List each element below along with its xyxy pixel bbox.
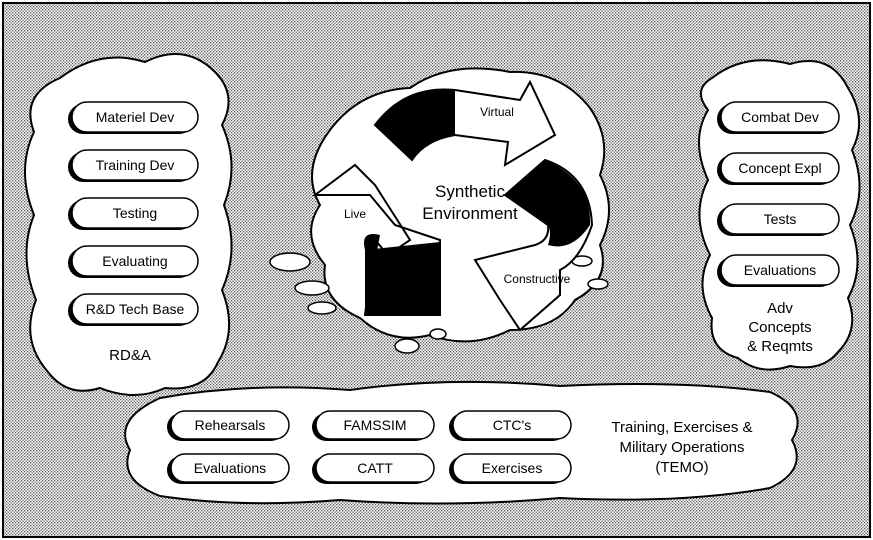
temo-item-pill: Evaluations [167,453,290,484]
rda-item-pill-label: R&D Tech Base [86,301,185,317]
temo-item-pill: Exercises [449,453,572,484]
temo-item-pill: CTC's [449,410,572,441]
temo-item-pill-label: Exercises [482,460,543,476]
temo-caption-line-3: (TEMO) [655,459,708,476]
temo-item-pill-label: FAMSSIM [343,417,406,433]
rda-item-pill: Evaluating [68,245,199,278]
virtual-arrow-label: Virtual [480,105,514,119]
synthetic-environment-cloud: Virtual Live Constructive Synthetic Envi… [269,67,610,354]
thought-bubble [394,338,420,354]
adv-concepts-item-pill: Concept Expl [717,152,840,185]
constructive-arrow-label: Constructive [504,272,571,286]
adv-concepts-caption-line-1: Adv [767,300,793,317]
thought-bubble [294,280,330,296]
adv-concepts-caption-line-2: Concepts [748,319,811,336]
adv-concepts-item-pill-label: Combat Dev [741,109,819,125]
temo-item-pill-label: CTC's [493,417,531,433]
rda-item-pill-label: Evaluating [102,253,167,269]
adv-concepts-item-pill: Tests [717,203,840,236]
temo-item-pill: FAMSSIM [312,410,435,441]
adv-concepts-item-pill-label: Evaluations [744,262,816,278]
temo-item-pill: CATT [312,453,435,484]
adv-concepts-caption-line-3: & Reqmts [747,338,813,355]
adv-concepts-item-pill: Combat Dev [717,101,840,134]
adv-concepts-item-pill: Evaluations [717,254,840,287]
temo-item-pill-label: Evaluations [194,460,266,476]
live-arrow-label: Live [344,207,366,221]
thought-bubble [307,301,337,315]
virtual-arrow: Virtual [373,79,557,167]
rda-item-pill-label: Materiel Dev [96,109,175,125]
rda-caption: RD&A [109,347,151,364]
thought-bubble [269,252,311,272]
temo-item-pill-label: CATT [357,460,393,476]
temo-item-pill-label: Rehearsals [195,417,266,433]
rda-item-pill-label: Testing [113,205,157,221]
temo-cloud-shape [124,380,799,505]
adv-concepts-item-pill-label: Concept Expl [738,160,821,176]
thought-bubble [587,278,609,290]
adv-concepts-item-pill-label: Tests [764,211,797,227]
constructive-arrow: Constructive [473,158,594,332]
temo-caption-line-1: Training, Exercises & [611,419,752,436]
temo-caption-line-2: Military Operations [619,439,744,456]
rda-item-pill-label: Training Dev [96,157,175,173]
synthetic-environment-title-line-2: Environment [422,204,518,223]
thought-bubble [429,328,447,340]
rda-item-pill: Materiel Dev [68,101,199,134]
temo-item-pill: Rehearsals [167,410,290,441]
rda-item-pill: Training Dev [68,149,199,182]
live-arrow: Live [312,163,441,316]
synthetic-environment-title-line-1: Synthetic [435,182,505,201]
rda-item-pill: Testing [68,197,199,230]
rda-item-pill: R&D Tech Base [68,293,199,326]
